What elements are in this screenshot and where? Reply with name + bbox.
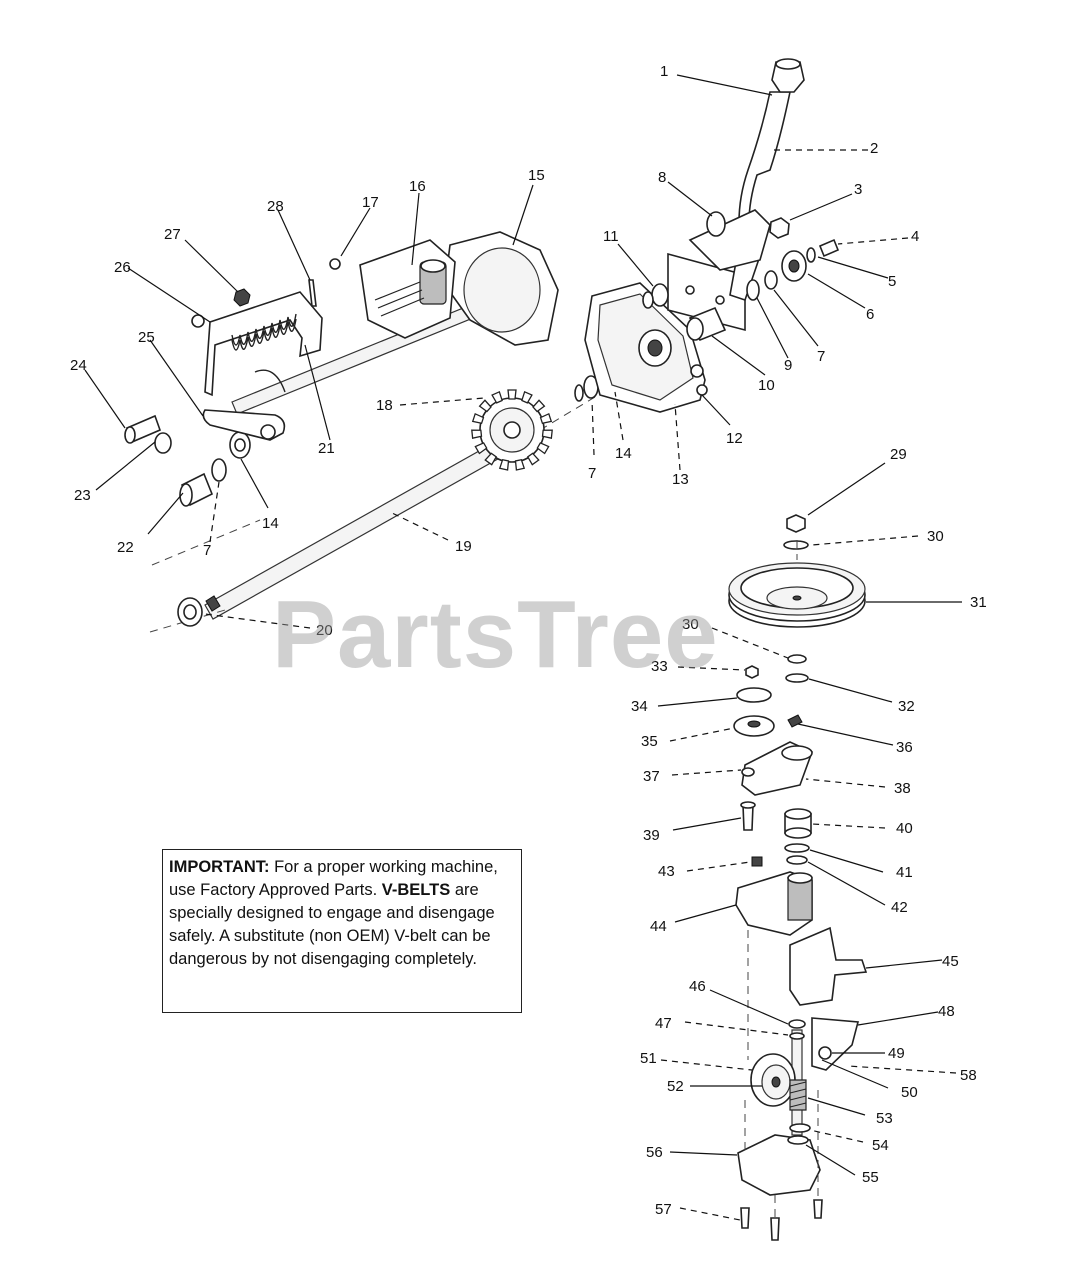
- callout-50: 50: [901, 1084, 918, 1101]
- callout-13: 13: [672, 471, 689, 488]
- leader-lines: [84, 74, 962, 1221]
- callout-27: 27: [164, 226, 181, 243]
- callout-38: 38: [894, 780, 911, 797]
- callout-12: 12: [726, 430, 743, 447]
- callout-39: 39: [643, 827, 660, 844]
- callout-16: 16: [409, 178, 426, 195]
- callout-51: 51: [640, 1050, 657, 1067]
- callout-23: 23: [74, 487, 91, 504]
- callout-3: 3: [854, 181, 862, 198]
- callout-1: 1: [660, 63, 668, 80]
- callout-44: 44: [650, 918, 667, 935]
- callout-17: 17: [362, 194, 379, 211]
- important-text: For a proper working machine, use Factor…: [169, 858, 498, 899]
- callout-40: 40: [896, 820, 913, 837]
- callout-45: 45: [942, 953, 959, 970]
- callout-42: 42: [891, 899, 908, 916]
- callout-7: 7: [817, 348, 825, 365]
- callout-7c: 7: [203, 542, 211, 559]
- vbelts-text: are specially designed to engage and dis…: [169, 881, 495, 968]
- callout-2: 2: [870, 140, 878, 157]
- callout-24: 24: [70, 357, 87, 374]
- callout-46: 46: [689, 978, 706, 995]
- callout-4: 4: [911, 228, 919, 245]
- callout-33: 33: [651, 658, 668, 675]
- callout-29: 29: [890, 446, 907, 463]
- callout-6: 6: [866, 306, 874, 323]
- callout-36: 36: [896, 739, 913, 756]
- callout-9: 9: [784, 357, 792, 374]
- callout-14b: 14: [262, 515, 279, 532]
- callout-26: 26: [114, 259, 131, 276]
- callout-57: 57: [655, 1201, 672, 1218]
- callout-11: 11: [603, 228, 619, 245]
- auger-drive-drawing: [728, 514, 868, 1241]
- callout-28: 28: [267, 198, 284, 215]
- axle-assembly-drawing: [124, 279, 623, 633]
- callout-19: 19: [455, 538, 472, 555]
- callout-22: 22: [117, 539, 134, 556]
- callout-54: 54: [872, 1137, 889, 1154]
- callout-49: 49: [888, 1045, 905, 1062]
- callout-35: 35: [641, 733, 658, 750]
- important-label: IMPORTANT:: [169, 858, 270, 876]
- callout-55: 55: [862, 1169, 879, 1186]
- callout-8: 8: [658, 169, 666, 186]
- callout-30b: 30: [682, 616, 699, 633]
- callout-20: 20: [316, 622, 333, 639]
- callout-5: 5: [888, 273, 896, 290]
- callout-48: 48: [938, 1003, 955, 1020]
- callout-14: 14: [615, 445, 632, 462]
- vbelts-label: V-BELTS: [381, 881, 451, 899]
- callout-10: 10: [758, 377, 775, 394]
- callout-7b: 7: [588, 465, 596, 482]
- callout-25: 25: [138, 329, 155, 346]
- callout-52: 52: [667, 1078, 684, 1095]
- callout-58: 58: [960, 1067, 977, 1084]
- callout-30: 30: [927, 528, 944, 545]
- gear-housing-drawing: [329, 231, 559, 346]
- callout-43: 43: [658, 863, 675, 880]
- callout-47: 47: [655, 1015, 672, 1032]
- callout-41: 41: [896, 864, 913, 881]
- callout-31: 31: [970, 594, 987, 611]
- callout-37: 37: [643, 768, 660, 785]
- important-note-box: IMPORTANT: For a proper working machine,…: [162, 849, 522, 1013]
- callout-34: 34: [631, 698, 648, 715]
- callout-18: 18: [376, 397, 393, 414]
- callout-15: 15: [528, 167, 545, 184]
- callout-numbers: 1 2 3 4 5 6 7 8 9 10 11 12 13 14 7 15 16…: [70, 63, 987, 1218]
- gear-cover-drawing: [584, 58, 840, 413]
- callout-56: 56: [646, 1144, 663, 1161]
- callout-21: 21: [318, 440, 335, 457]
- callout-53: 53: [876, 1110, 893, 1127]
- callout-32: 32: [898, 698, 915, 715]
